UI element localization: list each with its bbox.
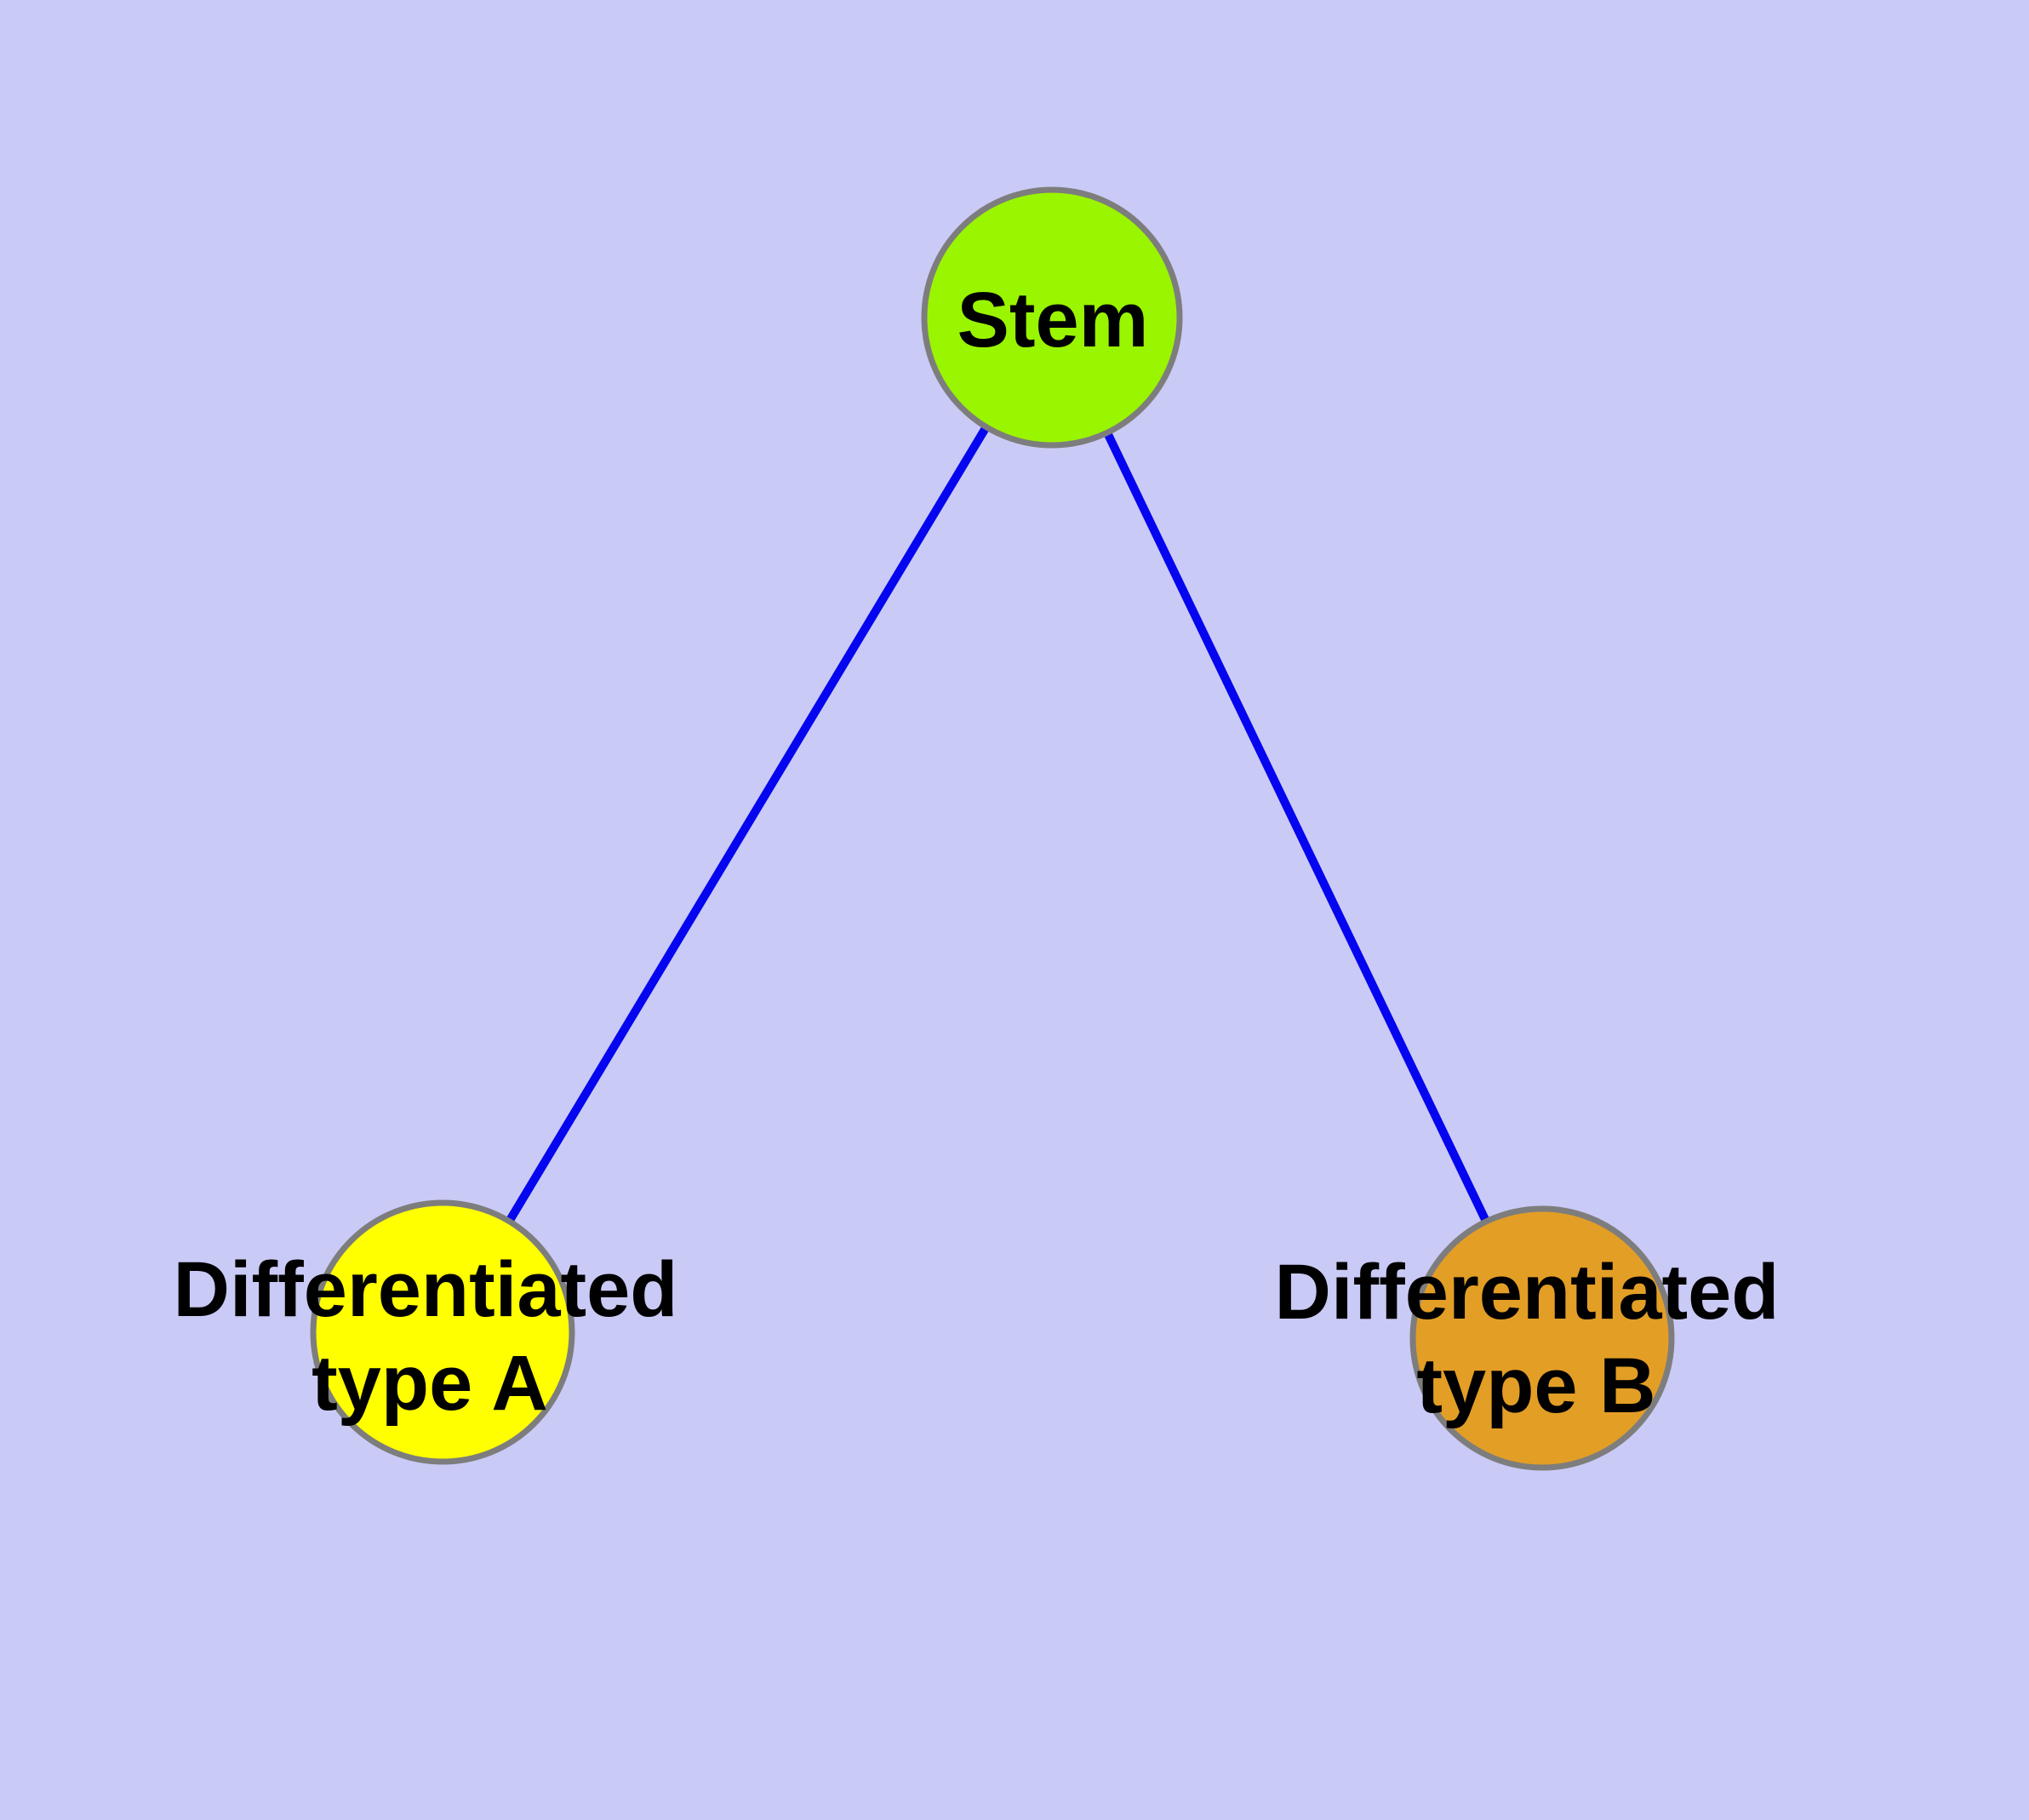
node-stem-circle[interactable] bbox=[921, 186, 1183, 449]
node-type-a-label-line2: type A bbox=[311, 1340, 548, 1427]
edge-stem-to-type-a bbox=[438, 315, 1056, 1335]
node-type-a-label-line1: Differentiated bbox=[174, 1246, 678, 1333]
edge-stem-to-type-b bbox=[1048, 315, 1546, 1341]
node-type-a-circle[interactable] bbox=[310, 1199, 575, 1465]
node-type-b-circle[interactable] bbox=[1409, 1205, 1675, 1471]
node-stem-label: Stem bbox=[957, 277, 1149, 363]
node-type-b-label-line2: type B bbox=[1416, 1342, 1655, 1429]
node-type-b-label-line1: Differentiated bbox=[1275, 1249, 1780, 1336]
